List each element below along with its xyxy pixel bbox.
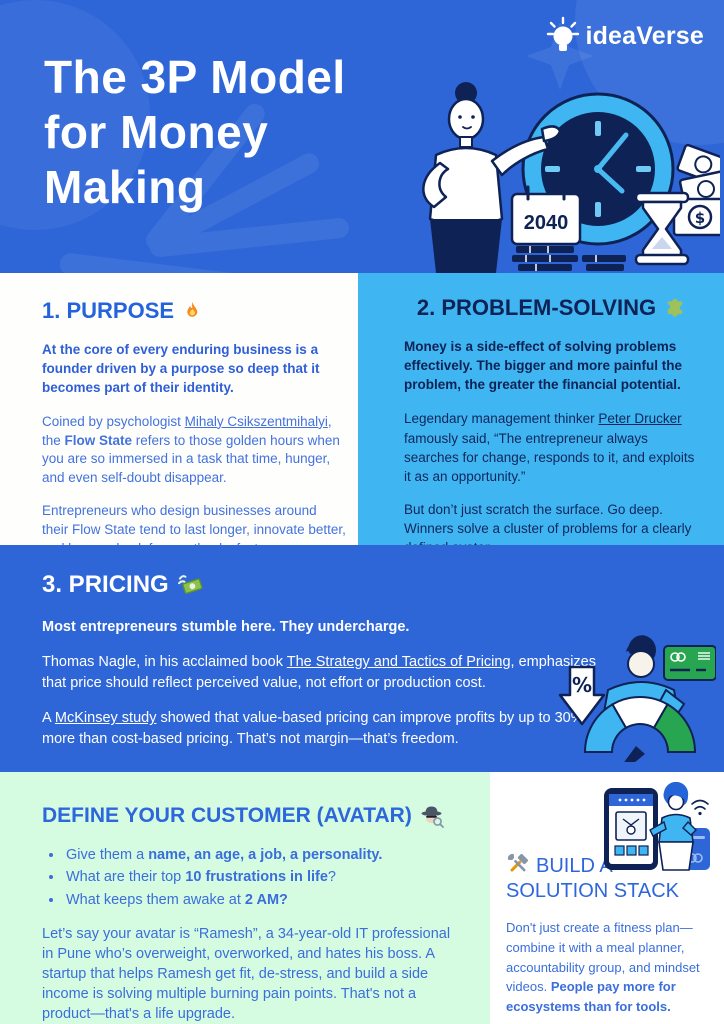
avatar-heading: DEFINE YOUR CUSTOMER (AVATAR) <box>42 804 460 828</box>
pricing-heading-text: 3. PRICING <box>42 571 169 598</box>
text-segment: Thomas Nagle, in his acclaimed book <box>42 654 287 670</box>
text-segment: showed that value-based pricing can impr… <box>42 710 584 747</box>
flow-state-term: Flow State <box>64 432 133 448</box>
avatar-bullet-2: What are their top 10 frustrations in li… <box>64 866 460 888</box>
row-avatar-solution: DEFINE YOUR CUSTOMER (AVATAR) Give them … <box>0 772 724 1024</box>
solution-heading-text: BUILD A SOLUTION STACK <box>506 855 679 902</box>
purpose-heading: 1. PURPOSE <box>42 298 346 324</box>
avatar-bullet-1: Give them a name, an age, a job, a perso… <box>64 844 460 866</box>
brand-name: ideaVerse <box>585 21 704 50</box>
purpose-paragraph-flow-state: Coined by psychologist Mihaly Csikszentm… <box>42 413 346 489</box>
calendar-year: 2040 <box>524 212 569 234</box>
avatar-bullet-3: What keeps them awake at 2 AM? <box>64 889 460 911</box>
text-segment: , the <box>42 413 332 448</box>
text-segment-bold: 2 AM? <box>244 891 288 908</box>
solution-stack-illustration <box>604 782 710 871</box>
pricing-illustration: % <box>558 635 716 762</box>
avatar-heading-text: DEFINE YOUR CUSTOMER (AVATAR) <box>42 804 412 827</box>
section-pricing: 3. PRICING Most entrepreneurs stumble he… <box>0 545 724 772</box>
avatar-paragraph: Let’s say your avatar is “Ramesh”, a 34-… <box>42 926 451 1023</box>
text-segment: Legendary management thinker <box>404 411 599 427</box>
svg-text:%: % <box>572 673 592 697</box>
link-peter-drucker[interactable]: Peter Drucker <box>598 411 682 427</box>
svg-text:$: $ <box>695 209 705 227</box>
solution-paragraph: Don't just create a fitness plan—combine… <box>506 918 708 1017</box>
purpose-intro: At the core of every enduring business i… <box>42 342 320 395</box>
pricing-paragraph-mckinsey: A McKinsey study showed that value-based… <box>42 708 612 749</box>
row-purpose-problem: 1. PURPOSE At the core of every enduring… <box>0 273 724 556</box>
lightbulb-icon <box>547 16 580 51</box>
text-segment: What are their top <box>66 869 186 886</box>
problem-heading: 2. PROBLEM-SOLVING <box>404 295 700 321</box>
text-segment: Coined by psychologist <box>42 413 185 429</box>
link-strategy-tactics-pricing[interactable]: The Strategy and Tactics of Pricing <box>286 654 511 670</box>
header-banner: ideaVerse The 3P Model for Money Making <box>0 0 724 273</box>
fire-icon <box>187 301 198 317</box>
problem-intro: Money is a side-effect of solving proble… <box>404 339 683 393</box>
text-segment: A <box>42 710 55 727</box>
text-segment-bold: 10 frustrations in life <box>185 869 328 886</box>
pricing-heading: 3. PRICING <box>42 571 724 599</box>
text-segment: refers to those golden hours when you ar… <box>42 432 340 486</box>
money-wings-icon <box>177 575 203 595</box>
page-title: The 3P Model for Money Making <box>44 51 346 214</box>
avatar-bullet-list: Give them a name, an age, a job, a perso… <box>42 844 460 911</box>
pricing-paragraph-nagle: Thomas Nagle, in his acclaimed book The … <box>42 652 612 693</box>
problem-paragraph-drucker: Legendary management thinker Peter Druck… <box>404 409 700 486</box>
tools-icon <box>507 853 528 872</box>
section-solution-stack: BUILD A SOLUTION STACK Don't just create… <box>490 772 724 1024</box>
text-segment: Give them a <box>66 847 149 863</box>
link-mihaly-csikszentmihalyi[interactable]: Mihaly Csikszentmihalyi <box>184 413 328 429</box>
link-mckinsey-study[interactable]: McKinsey study <box>54 710 157 727</box>
detective-icon <box>421 806 444 828</box>
text-segment: famously said, “The entrepreneur always … <box>404 430 695 484</box>
problem-heading-text: 2. PROBLEM-SOLVING <box>416 295 657 320</box>
text-segment: Don't just create a fitness plan—combine… <box>506 920 700 995</box>
puzzle-icon <box>667 298 683 317</box>
purpose-heading-text: 1. PURPOSE <box>42 298 175 323</box>
solution-heading: BUILD A SOLUTION STACK <box>506 852 711 904</box>
section-avatar: DEFINE YOUR CUSTOMER (AVATAR) Give them … <box>0 772 490 1024</box>
text-segment-bold: name, an age, a job, a personality. <box>148 847 383 863</box>
section-problem-solving: 2. PROBLEM-SOLVING Money is a side-effec… <box>358 273 724 555</box>
text-segment-bold: People pay more for ecosystems than for … <box>506 979 676 1014</box>
pricing-intro: Most entrepreneurs stumble here. They un… <box>42 619 410 635</box>
brand-logo: ideaVerse <box>546 16 704 56</box>
text-segment: ? <box>327 869 336 886</box>
header-illustration: $ 2040 <box>422 82 720 273</box>
section-purpose: 1. PURPOSE At the core of every enduring… <box>0 273 358 556</box>
text-segment: What keeps them awake at <box>66 891 245 908</box>
